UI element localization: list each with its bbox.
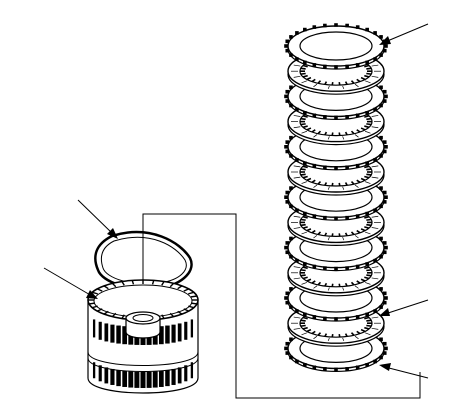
- drum-spline-tooth: [111, 282, 117, 288]
- drum-spline-tooth: [161, 314, 165, 319]
- drum-slot: [98, 365, 102, 382]
- drum-slot: [104, 323, 109, 342]
- drum-slot: [140, 372, 146, 388]
- callout-arrow-pressure-plate: [379, 299, 429, 316]
- drum-spline-tooth: [92, 305, 98, 309]
- drum-slot: [190, 319, 194, 338]
- drum-slot: [165, 325, 170, 344]
- clutch-plate-stack: [284, 23, 388, 372]
- drum-spline-tooth: [96, 308, 103, 312]
- drum-slot: [92, 319, 96, 338]
- drum-spline-tooth: [190, 302, 198, 305]
- drum-slot: [177, 323, 182, 342]
- drum-spline-tooth: [183, 308, 190, 312]
- drum-spline-tooth: [103, 285, 109, 290]
- drum-slot: [92, 362, 96, 379]
- drum-spline-tooth: [111, 312, 117, 318]
- drum-slot: [165, 370, 170, 387]
- drum-spline-tooth: [131, 280, 135, 285]
- drum-slot: [146, 371, 152, 388]
- drum-slot: [134, 371, 140, 388]
- drum-spline-tooth: [92, 291, 98, 295]
- callout-arrow-bottom-plate: [379, 363, 429, 379]
- clutch-drum: [87, 279, 199, 394]
- drum-spline-tooth: [161, 281, 165, 286]
- drum-spline-tooth: [169, 282, 175, 288]
- drum-slot: [171, 368, 176, 385]
- callout-arrow-drum: [43, 267, 98, 299]
- drum-slot: [104, 367, 109, 384]
- drum-slot: [184, 321, 188, 340]
- drum-spline-tooth: [183, 288, 190, 292]
- drum-spline-tooth: [169, 312, 175, 318]
- drum-slot: [152, 371, 158, 388]
- drum-slot: [98, 321, 102, 340]
- drum-slot: [158, 326, 164, 345]
- drum-slot: [190, 362, 194, 379]
- drum-slot: [122, 326, 128, 345]
- drum-slot: [177, 367, 182, 384]
- drum-spline-tooth: [121, 314, 125, 319]
- drum-spline-tooth: [121, 281, 125, 286]
- drum-spline-tooth: [190, 295, 198, 298]
- drum-spline-tooth: [103, 310, 109, 315]
- drum-spline-tooth: [96, 288, 103, 292]
- callout-arrows: [43, 23, 429, 379]
- drum-slot: [110, 368, 115, 385]
- drum-spline-tooth: [177, 310, 183, 315]
- drum-slot: [184, 365, 188, 382]
- steel-plate: [284, 23, 388, 70]
- drum-spline-tooth: [151, 280, 155, 285]
- drum-spline-tooth: [88, 302, 96, 305]
- drum-slot: [158, 370, 164, 387]
- drum-window-slots: [92, 319, 194, 388]
- drum-slot: [122, 370, 128, 387]
- drum-slot: [171, 324, 176, 343]
- drum-spline-tooth: [188, 291, 194, 295]
- drum-slot: [110, 324, 115, 343]
- drum-spline-tooth: [177, 285, 183, 290]
- callout-arrow-top-plate: [379, 23, 429, 45]
- drum-slot: [116, 325, 121, 344]
- drum-slot: [128, 371, 134, 388]
- drum-spline-tooth: [188, 305, 194, 309]
- callout-arrow-snap-ring: [77, 199, 118, 239]
- drum-slot: [116, 370, 121, 387]
- assembly-connector-line: [142, 213, 421, 399]
